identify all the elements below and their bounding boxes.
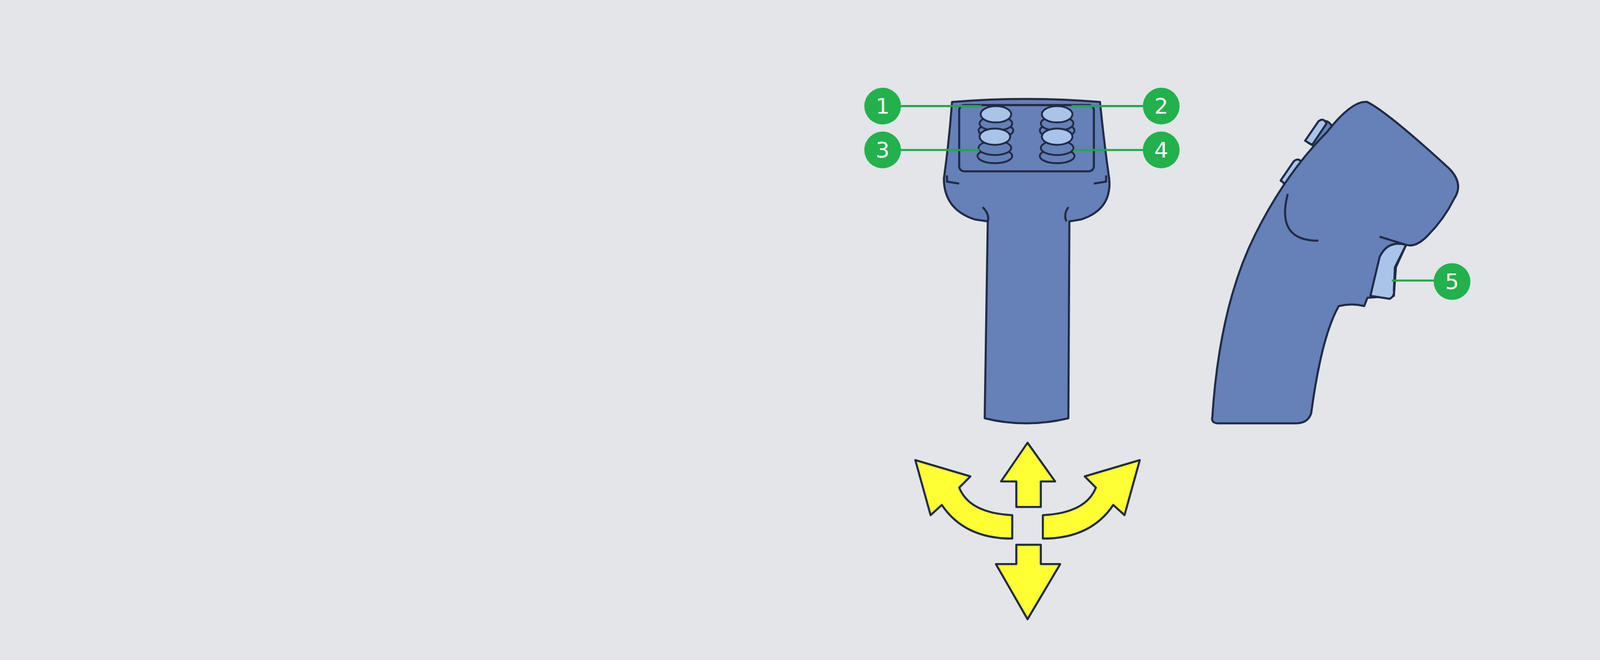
joystick-side xyxy=(1212,102,1459,424)
callout-circle xyxy=(1142,87,1180,125)
arrow-rotate-left xyxy=(915,460,1013,539)
button-panel xyxy=(959,105,1094,172)
joystick-front xyxy=(943,99,1110,424)
side-body xyxy=(1212,102,1459,424)
callout-number: 3 xyxy=(875,139,890,162)
leader-line xyxy=(1071,105,1143,108)
leader-line xyxy=(901,148,980,152)
arrow-rotate-right xyxy=(1043,460,1140,539)
leader-line xyxy=(1073,148,1143,152)
callout-circles xyxy=(864,87,1471,301)
arrow-up xyxy=(1000,442,1056,507)
leader-lines xyxy=(901,106,1434,281)
arrow-down xyxy=(995,544,1060,620)
leader-line xyxy=(1391,279,1434,282)
callout-circle xyxy=(1142,131,1180,169)
top-buttons xyxy=(977,106,1075,164)
button xyxy=(977,128,1013,164)
callout-number: 4 xyxy=(1154,139,1169,162)
leader-line xyxy=(901,105,982,108)
callout-number: 5 xyxy=(1445,270,1460,293)
grip-edge xyxy=(1064,207,1069,222)
grip-edge xyxy=(982,207,989,222)
handle-body xyxy=(943,99,1110,424)
button xyxy=(1039,128,1075,164)
trigger xyxy=(1370,243,1407,299)
thumb-rest xyxy=(1284,193,1319,241)
callout-circle xyxy=(1433,263,1471,301)
callout-circle xyxy=(864,131,902,169)
panel-edge xyxy=(1093,175,1106,184)
callout-number: 1 xyxy=(875,95,890,118)
callout-circle xyxy=(864,87,902,125)
motion-arrows xyxy=(915,442,1140,620)
callout-number: 2 xyxy=(1154,95,1169,118)
panel-edge xyxy=(947,175,960,184)
